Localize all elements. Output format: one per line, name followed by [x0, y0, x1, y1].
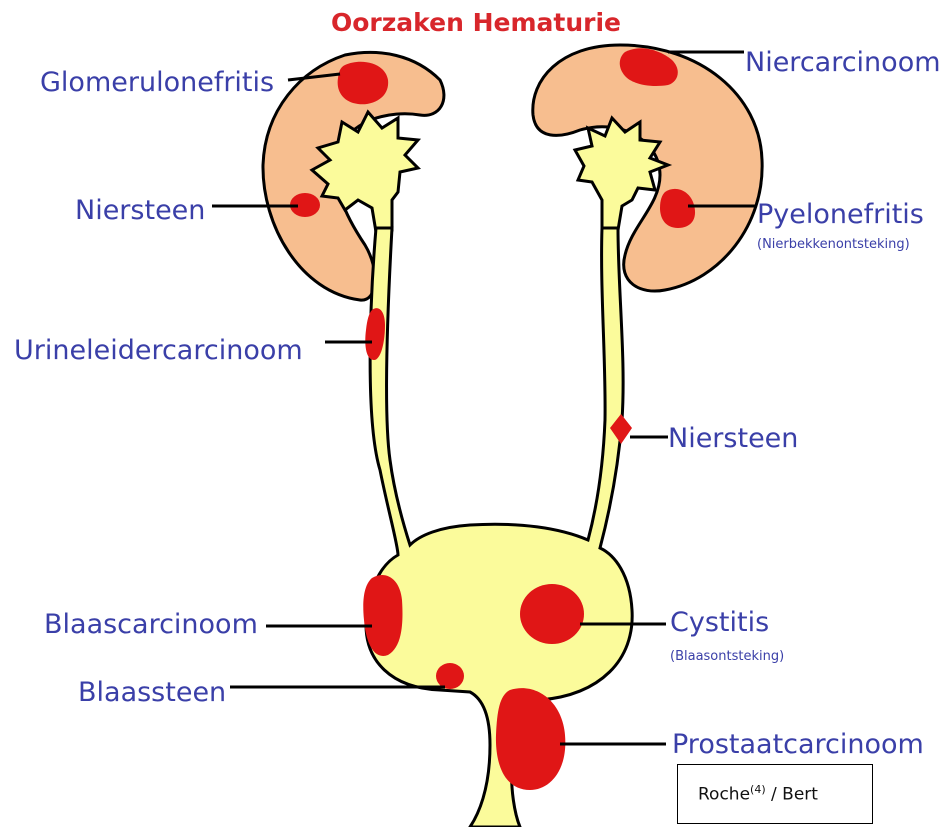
- label-cystitis-sub: (Blaasontsteking): [670, 649, 784, 665]
- credit-name: Roche: [698, 785, 750, 805]
- label-blaassteen: Blaassteen: [78, 678, 226, 708]
- label-niersteen-right: Niersteen: [668, 424, 798, 454]
- credit-suffix: / Bert: [766, 785, 818, 805]
- label-blaascarcinoom: Blaascarcinoom: [44, 610, 258, 640]
- diagram-title: Oorzaken Hematurie: [0, 6, 952, 40]
- label-pyelonefritis-sub: (Nierbekkenontsteking): [757, 237, 910, 253]
- blaassteen-lesion: [436, 663, 464, 689]
- label-niercarcinoom: Niercarcinoom: [745, 48, 941, 78]
- glomerulonefritis-lesion: [338, 62, 389, 105]
- credit-box: Roche(4) / Bert: [677, 764, 873, 824]
- label-niersteen-left: Niersteen: [75, 196, 205, 226]
- credit-ref: (4): [750, 783, 766, 796]
- label-prostaatcarcinoom: Prostaatcarcinoom: [672, 730, 924, 760]
- label-pyelonefritis: Pyelonefritis: [757, 200, 924, 230]
- prostaatcarcinoom-lesion: [496, 688, 565, 790]
- cystitis-lesion: [520, 584, 584, 644]
- label-glomerulonefritis: Glomerulonefritis: [40, 68, 274, 98]
- label-cystitis: Cystitis: [670, 608, 769, 638]
- label-urineleidercarcinoom: Urineleidercarcinoom: [14, 336, 303, 366]
